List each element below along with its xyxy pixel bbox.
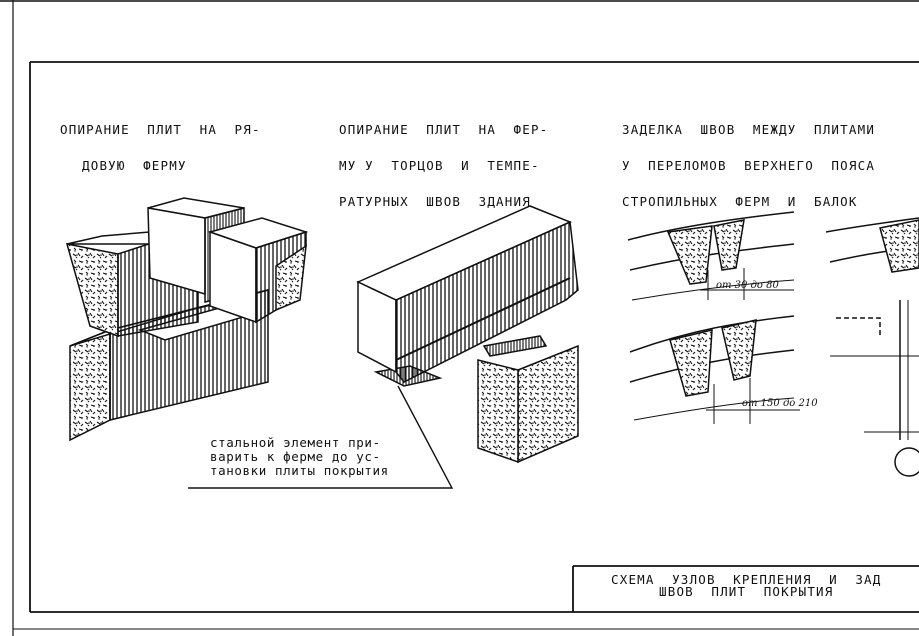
- dimension-label-lower: от 150 до 210: [742, 398, 818, 409]
- title-block-frame: [572, 565, 919, 612]
- callout-line-1: стальной элемент при-: [210, 435, 381, 450]
- caption-middle-line-3: РАТУРНЫХ ШВОВ ЗДАНИЯ: [339, 194, 531, 209]
- caption-right-line-1: ЗАДЕЛКА ШВОВ МЕЖДУ ПЛИТАМИ: [622, 122, 876, 137]
- title-block: СХЕМА УЗЛОВ КРЕПЛЕНИЯ И ЗАД ШВОВ ПЛИТ ПО…: [573, 566, 919, 612]
- dimension-label-upper: от 30 до 80: [716, 280, 779, 291]
- caption-right-line-3: СТРОПИЛЬНЫХ ФЕРМ И БАЛОК: [622, 194, 858, 209]
- caption-left-line-2: ДОВУЮ ФЕРМУ: [82, 158, 187, 173]
- title-block-line-1: СХЕМА УЗЛОВ КРЕПЛЕНИЯ И ЗАД: [611, 572, 882, 587]
- caption-middle-line-2: МУ У ТОРЦОВ И ТЕМПЕ-: [339, 158, 540, 173]
- callout-leader: [188, 385, 454, 489]
- callout-line-2: варить к ферме до ус-: [210, 449, 381, 464]
- left-node-drawing: [65, 197, 309, 442]
- caption-middle-line-1: ОПИРАНИЕ ПЛИТ НА ФЕР-: [339, 122, 549, 137]
- middle-node-drawing: [356, 205, 579, 464]
- right-joint-sections: [627, 211, 919, 477]
- caption-right: ЗАДЕЛКА ШВОВ МЕЖДУ ПЛИТАМИ У ПЕРЕЛОМОВ В…: [622, 100, 875, 220]
- caption-left: ОПИРАНИЕ ПЛИТ НА РЯ- ДОВУЮ ФЕРМУ: [60, 100, 261, 184]
- callout-note: стальной элемент при- варить к ферме до …: [210, 436, 389, 478]
- caption-left-line-1: ОПИРАНИЕ ПЛИТ НА РЯ-: [60, 122, 261, 137]
- caption-right-line-2: У ПЕРЕЛОМОВ ВЕРХНЕГО ПОЯСА: [622, 158, 876, 173]
- title-block-line-2: ШВОВ ПЛИТ ПОКРЫТИЯ: [659, 584, 834, 599]
- caption-middle: ОПИРАНИЕ ПЛИТ НА ФЕР- МУ У ТОРЦОВ И ТЕМП…: [339, 100, 548, 220]
- callout-line-3: тановки плиты покрытия: [210, 463, 389, 478]
